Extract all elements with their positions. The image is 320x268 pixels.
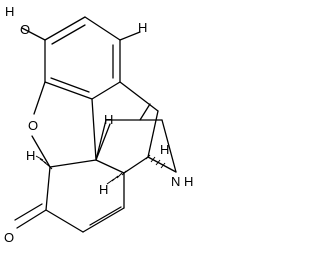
aromatic-ring [44, 16, 121, 100]
ether-bond-c5 [31, 135, 51, 168]
ketone-double-bond-b [14, 203, 43, 221]
c14-c9-bond [123, 156, 149, 174]
aromatic-h-bond [119, 31, 141, 41]
stereo-hydrogen-ring-junction: H [104, 112, 113, 127]
stereo-hydrogen-c9: H [160, 142, 169, 157]
morphinan-structure-diagram: O H O O N H H H H H H [4, 4, 193, 245]
stereo-hydrogen-aromatic: H [138, 20, 147, 35]
hydroxyl-hydrogen-label: H [5, 4, 14, 19]
c9-n-bond [147, 156, 177, 173]
c12-c13-bond [91, 98, 97, 161]
stereo-hydrogen-c14: H [99, 182, 108, 197]
nitrogen-label: N [171, 174, 180, 189]
hydroxyl-oxygen-label: O [20, 22, 30, 37]
ether-bond-aromatic [33, 81, 46, 115]
ketone-oxygen-label: O [4, 230, 14, 245]
nitrogen-hydrogen-label: H [184, 174, 193, 189]
c10-c11-bond [119, 81, 159, 112]
hydroxyl-group-label: O H [5, 4, 30, 37]
c10-h-bond [139, 103, 151, 121]
c5-c13-bond [49, 159, 97, 168]
hashed-wedge-c14-h [106, 170, 127, 185]
cyclohexenone-ring [45, 159, 125, 233]
ether-oxygen-label: O [28, 118, 38, 133]
c13-c15-bond [95, 119, 107, 161]
hashed-wedge-c9-h [145, 154, 166, 169]
c9-c10-bond [147, 110, 159, 158]
stereo-hydrogen-c5: H [26, 148, 35, 163]
hashed-wedge-c5-h [35, 155, 53, 170]
ketone-double-bond-a [16, 209, 47, 229]
c13-h-bond [95, 123, 111, 161]
hydroxyl-bond [21, 27, 46, 41]
c16-n-bond [161, 119, 177, 173]
